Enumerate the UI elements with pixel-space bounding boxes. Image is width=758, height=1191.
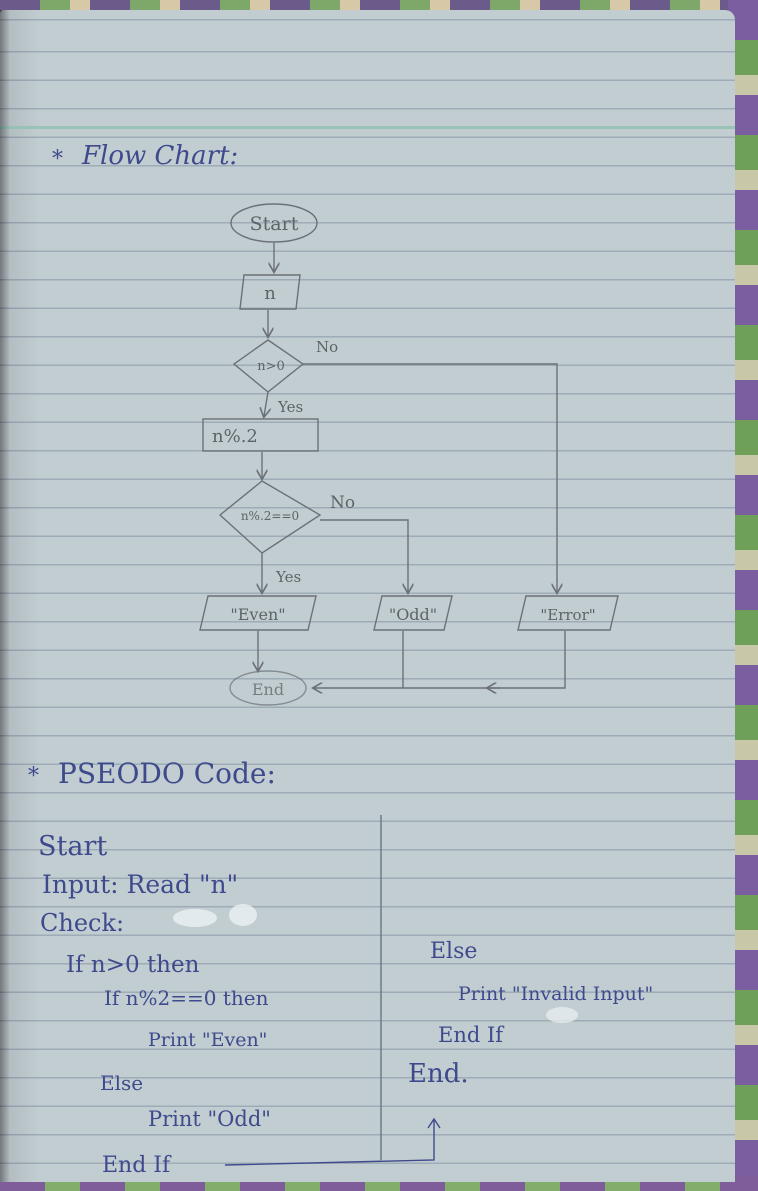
positive-decision-label: n>0 xyxy=(257,359,285,374)
correction-smudge xyxy=(173,909,217,927)
arrow-positive-no-to-error xyxy=(303,363,557,592)
positive-yes-label: Yes xyxy=(277,398,303,416)
input-parallelogram xyxy=(239,274,301,310)
code-line-input: Input: Read "n" xyxy=(42,870,238,899)
correction-smudge xyxy=(229,904,257,926)
code-line-else: Else xyxy=(100,1071,143,1095)
code-line-check: Check: xyxy=(40,909,124,937)
correction-smudge xyxy=(546,1007,578,1023)
even-output-parallelogram xyxy=(199,595,317,631)
code-line-start: Start xyxy=(38,831,107,862)
pseudocode-heading: PSEODO Code: xyxy=(58,757,276,790)
pseudocode-right-column: Else Print "Invalid Input" End If End. xyxy=(408,939,653,1089)
code-line-end-if: End If xyxy=(102,1153,172,1178)
code-line-print-odd: Print "Odd" xyxy=(148,1107,271,1131)
pseudocode-left-column: Start Input: Read "n" Check: If n>0 then… xyxy=(38,831,271,1178)
error-output-label: "Error" xyxy=(540,606,595,624)
flowchart-heading-star: * xyxy=(52,147,63,172)
odd-output-label: "Odd" xyxy=(389,605,437,624)
binding-shadow xyxy=(0,10,10,1182)
positive-no-label: No xyxy=(316,338,338,356)
arrow-even-no-to-odd xyxy=(320,519,408,592)
modulo-process-box xyxy=(202,418,319,452)
code-line-if-positive: If n>0 then xyxy=(66,952,200,978)
code-line-end: End. xyxy=(408,1059,469,1089)
end-oval xyxy=(229,670,307,706)
pseudocode-heading-star: * xyxy=(28,764,39,789)
code-line-else-right: Else xyxy=(430,939,477,964)
code-line-print-invalid: Print "Invalid Input" xyxy=(458,983,653,1005)
code-line-end-if-right: End If xyxy=(438,1023,505,1047)
arrow-positive-yes xyxy=(264,391,268,416)
even-yes-label: Yes xyxy=(275,568,301,586)
start-oval xyxy=(230,203,318,243)
even-decision-label: n%.2==0 xyxy=(241,509,299,523)
even-no-label: No xyxy=(330,493,355,513)
end-label: End xyxy=(252,680,284,699)
code-line-if-even: If n%2==0 then xyxy=(104,986,269,1010)
continuation-arrowhead xyxy=(427,1117,441,1129)
flowchart-heading: Flow Chart: xyxy=(81,141,238,171)
modulo-process-label: n%.2 xyxy=(212,426,258,447)
arrow-error-odd-to-end xyxy=(314,631,566,688)
even-output-label: "Even" xyxy=(230,605,285,624)
odd-output-parallelogram xyxy=(373,595,453,631)
error-output-parallelogram xyxy=(517,595,619,631)
end-if-continuation-arrow xyxy=(224,1120,435,1166)
code-line-print-even: Print "Even" xyxy=(148,1029,267,1051)
input-label: n xyxy=(264,283,276,304)
page-top-margin-rule xyxy=(0,126,735,129)
start-label: Start xyxy=(250,213,299,235)
flowchart-diagram: Start n n>0 No Yes n%.2 n%.2==0 No Yes "… xyxy=(199,203,619,706)
